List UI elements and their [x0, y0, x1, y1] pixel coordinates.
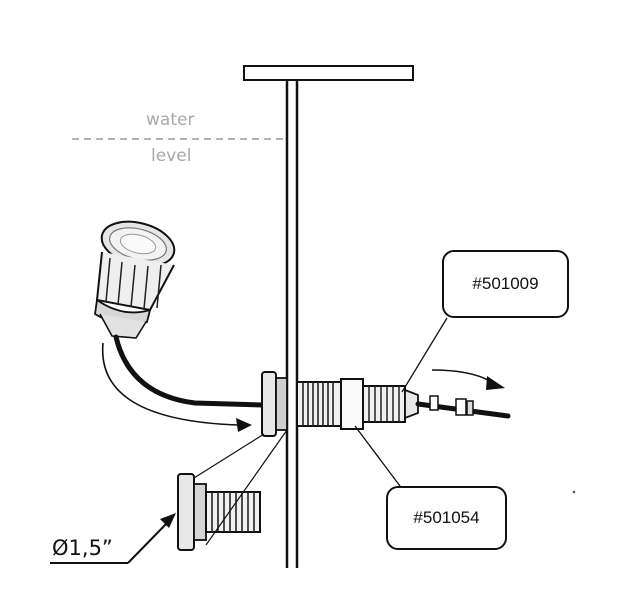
- diameter-leader: [127, 521, 169, 564]
- callout-501009: #501009: [442, 250, 569, 318]
- leader-501054: [354, 425, 404, 491]
- diameter-label: Ø1,5”: [52, 536, 113, 560]
- wall-flange: [261, 371, 288, 437]
- cable-fitting: [466, 400, 474, 416]
- callout-501054: #501054: [386, 486, 507, 550]
- output-arrow: [431, 369, 491, 382]
- wall-top-plate: [243, 65, 414, 81]
- insertion-arrow: [101, 342, 239, 426]
- detail-link-top: [193, 433, 265, 479]
- cable-fitting: [429, 395, 439, 411]
- light-cable: [113, 334, 265, 408]
- cable-fitting: [455, 398, 467, 416]
- light-unit: [94, 220, 176, 339]
- spare-threaded-part: [177, 473, 261, 551]
- threaded-niche: [296, 378, 419, 430]
- level-label: level: [151, 146, 192, 166]
- water-label: water: [146, 110, 195, 130]
- detail-link-bottom: [205, 429, 288, 546]
- stray-dot: [572, 490, 576, 494]
- part-number-501009: #501009: [472, 274, 539, 293]
- leader-501009: [401, 317, 448, 393]
- part-number-501054: #501054: [413, 508, 480, 527]
